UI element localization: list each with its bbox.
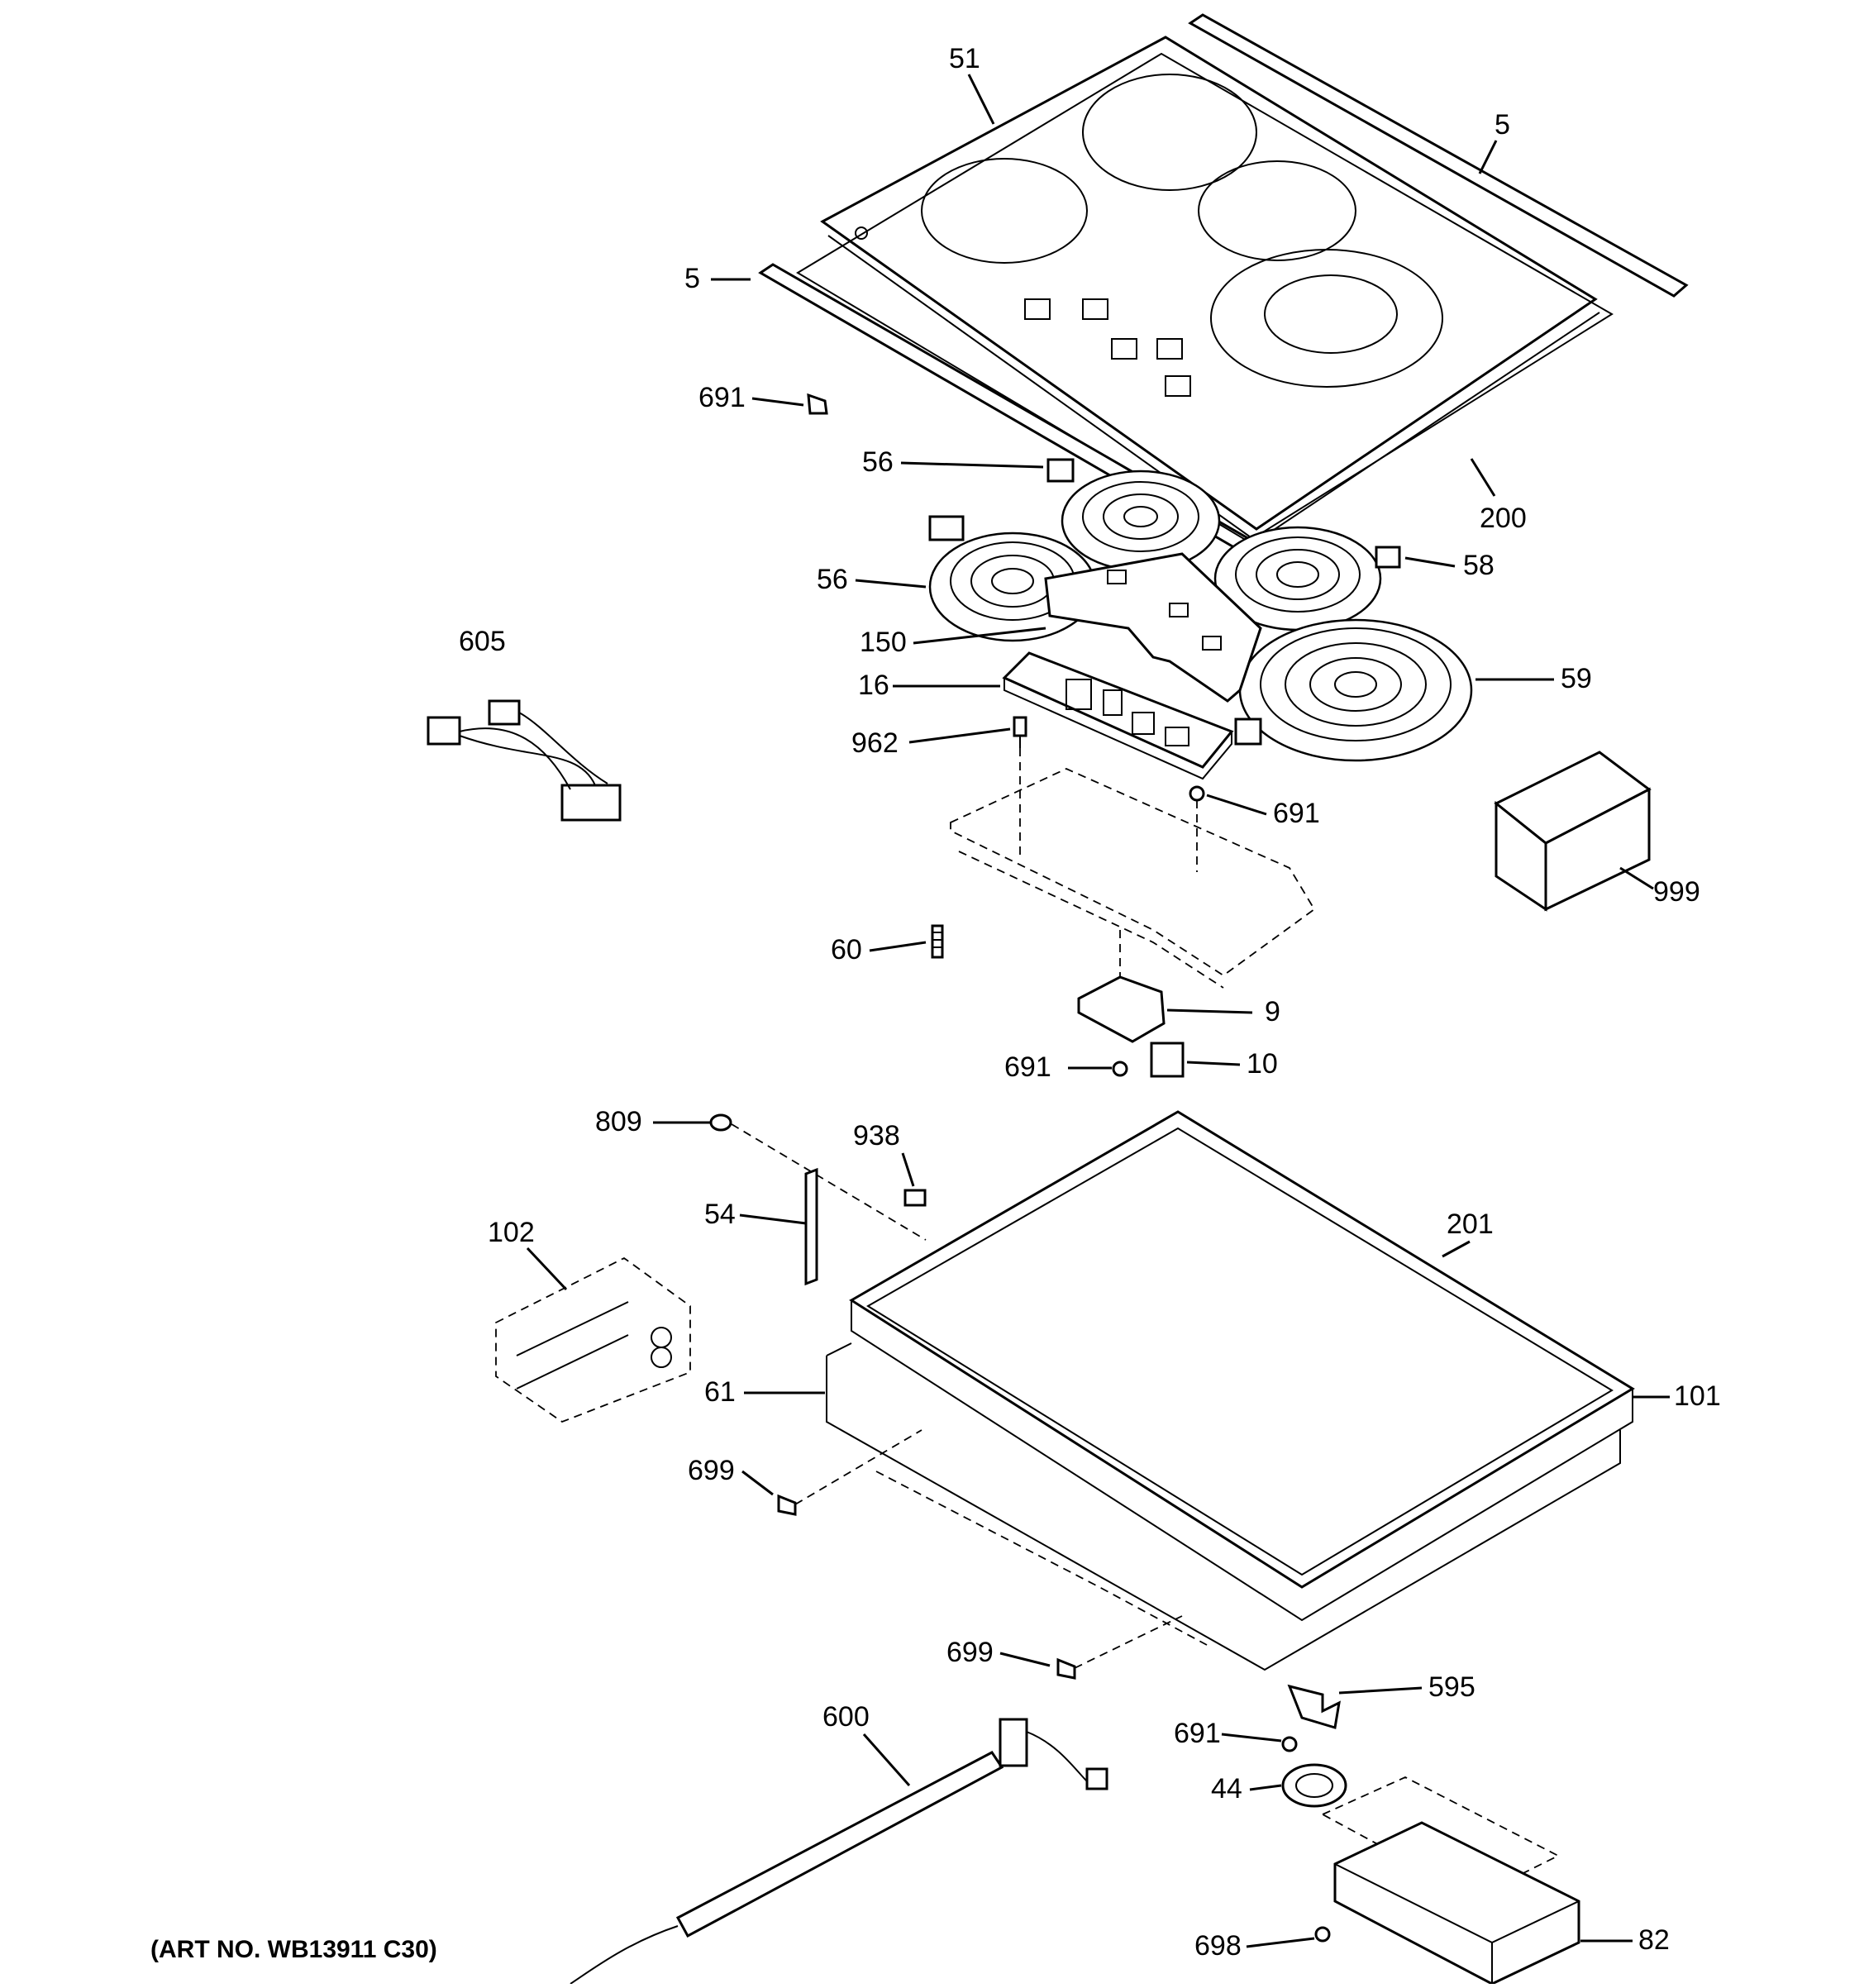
art-number: (ART NO. WB13911 C30): [150, 1936, 437, 1963]
power-cord-part-600: [570, 1718, 1108, 1985]
trim-frame-part-101: [851, 1300, 1633, 1622]
callout-201: 201: [1447, 1209, 1494, 1240]
callout-200: 200: [1480, 503, 1527, 534]
callout-56-rear: 56: [862, 446, 894, 478]
callout-938: 938: [853, 1120, 900, 1151]
strip-part-54: [804, 1167, 818, 1286]
callout-699-b: 699: [946, 1637, 994, 1668]
chassis-part-61: [826, 1342, 1621, 1671]
module-part-82: [1320, 1776, 1580, 1986]
screw-part-691-bottom: [1281, 1736, 1298, 1752]
callout-600: 600: [822, 1701, 870, 1733]
bracket-part-595: [1287, 1684, 1341, 1729]
callout-59: 59: [1561, 663, 1592, 694]
callout-51: 51: [949, 43, 980, 74]
callout-595: 595: [1428, 1671, 1475, 1703]
switch-part-9: [1077, 975, 1166, 1043]
callout-999: 999: [1653, 876, 1700, 908]
callout-58: 58: [1463, 550, 1495, 581]
callout-5-right: 5: [1495, 109, 1510, 141]
callout-150: 150: [860, 627, 907, 658]
callout-691-low: 691: [1004, 1051, 1051, 1083]
spring-part-60: [931, 924, 944, 959]
parts-bundle-part-102: [495, 1256, 691, 1423]
clip-part-938: [903, 1189, 927, 1207]
leader-lines: [526, 74, 1670, 1948]
callout-10: 10: [1247, 1048, 1278, 1080]
callout-16: 16: [858, 670, 889, 701]
frame-part-201: [849, 1110, 1635, 1589]
chassis-outline-dashed: [950, 748, 1316, 992]
callout-5-left: 5: [684, 263, 700, 294]
callout-82: 82: [1638, 1924, 1670, 1956]
grommet-part-44: [1281, 1763, 1347, 1808]
wire-harness-part-605: [427, 699, 622, 822]
callout-101: 101: [1674, 1380, 1721, 1412]
callout-691-mid: 691: [1273, 798, 1320, 829]
screw-part-691-top: [807, 393, 828, 415]
callout-102: 102: [488, 1217, 535, 1248]
screw-part-691-low: [1112, 1061, 1128, 1077]
callout-698: 698: [1194, 1930, 1242, 1962]
sensor-part-962: [1013, 716, 1027, 748]
callout-962: 962: [851, 727, 899, 759]
callout-809: 809: [595, 1106, 642, 1137]
callout-44: 44: [1211, 1773, 1242, 1804]
callout-54: 54: [704, 1199, 736, 1230]
screw-part-699-a: [777, 1429, 922, 1516]
bracket-part-150: [1044, 552, 1262, 703]
trim-strip-part-5-right: [1188, 13, 1689, 298]
callout-61: 61: [704, 1376, 736, 1408]
gasket-part-200: [796, 52, 1614, 543]
screw-part-691-mid: [1189, 785, 1205, 872]
control-board-part-16: [1002, 651, 1234, 780]
burner-part-56-rear: [1046, 458, 1221, 572]
callout-9: 9: [1265, 996, 1280, 1027]
callout-699-a: 699: [688, 1455, 735, 1486]
callout-56-front: 56: [817, 564, 848, 595]
callout-691-top: 691: [698, 382, 746, 413]
screw-part-698: [1314, 1926, 1331, 1943]
callout-60: 60: [831, 934, 862, 965]
callout-605: 605: [459, 626, 506, 657]
burner-part-59: [1234, 618, 1473, 762]
callout-691-bottom: 691: [1174, 1718, 1221, 1749]
screw-part-699-b: [1056, 1615, 1183, 1680]
box-part-999: [1494, 751, 1652, 912]
switch-part-10: [1150, 1042, 1185, 1078]
glass-cooktop-part-51: [820, 36, 1600, 543]
